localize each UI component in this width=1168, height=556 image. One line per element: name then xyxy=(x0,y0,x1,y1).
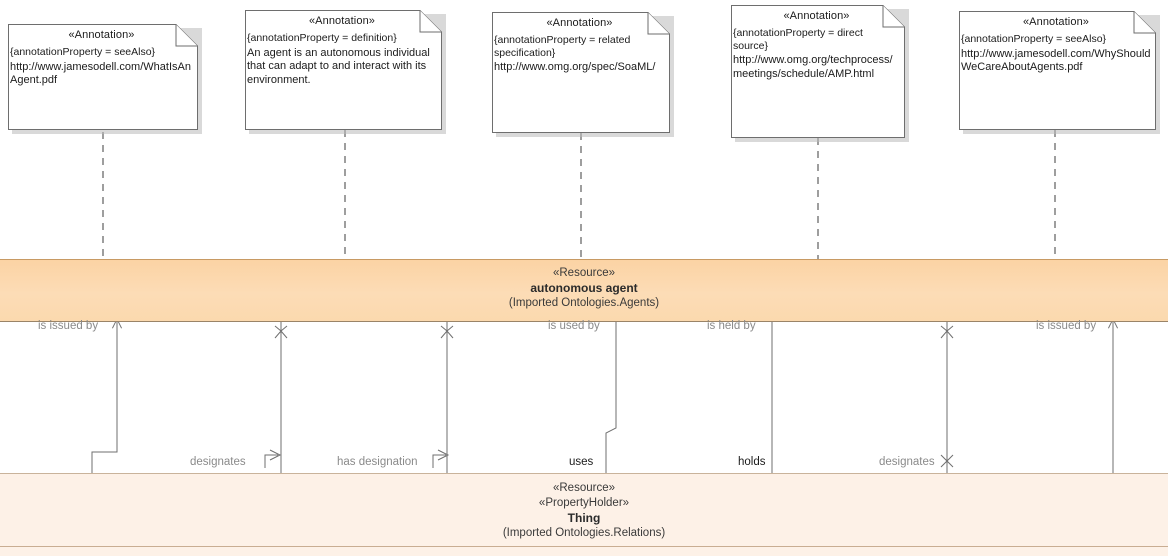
assoc-has-designation-jog xyxy=(432,449,450,468)
note-outline-icon xyxy=(731,5,905,138)
note-value: http://www.omg.org/spec/SoaML/ xyxy=(494,61,656,74)
resource-autonomous-agent[interactable]: «Resource» autonomous agent (Imported On… xyxy=(0,259,1168,322)
assoc-has-designation xyxy=(440,322,454,473)
note-outline-icon xyxy=(245,10,442,130)
assoc-label-designates-a: designates xyxy=(190,456,246,468)
annotation-note[interactable]: «Annotation» {annotationProperty = seeAl… xyxy=(959,11,1160,134)
thing-stereotype-resource: «Resource» xyxy=(552,482,615,494)
note-outline-icon xyxy=(959,11,1156,130)
assoc-label-is-issued-by-right: is issued by xyxy=(1036,320,1097,332)
resource-name: autonomous agent xyxy=(530,281,638,295)
annotation-note[interactable]: «Annotation» {annotationProperty = seeAl… xyxy=(8,24,202,134)
note-property: {annotationProperty = seeAlso} xyxy=(961,33,1107,46)
assoc-label-is-used-by: is used by xyxy=(548,320,600,332)
assoc-label-has-designation: has designation xyxy=(337,456,418,468)
thing-baseline-divider xyxy=(0,546,1168,547)
note-stereotype: «Annotation» xyxy=(546,17,613,29)
note-anchor-lines xyxy=(102,130,1056,259)
thing-stereotype-propertyholder: «PropertyHolder» xyxy=(538,497,630,509)
note-value: An agent is an autonomous individual tha… xyxy=(247,46,430,86)
assoc-designates-a xyxy=(274,322,288,473)
annotation-note[interactable]: «Annotation» {annotationProperty = defin… xyxy=(245,10,446,134)
note-stereotype: «Annotation» xyxy=(1022,16,1090,28)
note-outline-icon xyxy=(492,12,670,133)
assoc-used-by-uses xyxy=(605,322,617,473)
assoc-label-holds: holds xyxy=(738,456,766,468)
note-property: {annotationProperty = related specificat… xyxy=(494,34,631,59)
note-stereotype: «Annotation» xyxy=(783,10,850,22)
note-value: http://www.omg.org/techprocess/meetings/… xyxy=(733,54,893,80)
assoc-label-is-issued-by-left: is issued by xyxy=(38,320,99,332)
assoc-label-uses: uses xyxy=(569,456,594,468)
annotation-note[interactable]: «Annotation» {annotationProperty = direc… xyxy=(731,5,909,142)
note-property: {annotationProperty = seeAlso} xyxy=(10,46,156,59)
assoc-issued-by-designates-left xyxy=(91,320,117,473)
resource-thing[interactable]: «Resource» «PropertyHolder» Thing (Impor… xyxy=(0,473,1168,556)
thing-name: Thing xyxy=(567,511,601,525)
assoc-label-designates-b: designates xyxy=(879,456,935,468)
note-outline-icon xyxy=(8,24,198,130)
resource-stereotype: «Resource» xyxy=(552,267,615,279)
note-value: http://www.jamesodell.com/WhyShouldWeCar… xyxy=(961,47,1151,74)
assoc-label-is-held-by: is held by xyxy=(707,320,756,332)
note-stereotype: «Annotation» xyxy=(68,29,135,41)
resource-package: (Imported Ontologies.Agents) xyxy=(508,297,660,309)
assoc-designates-a-jog xyxy=(264,449,282,468)
assoc-designates-b xyxy=(940,322,954,473)
note-stereotype: «Annotation» xyxy=(308,15,376,27)
annotation-note[interactable]: «Annotation» {annotationProperty = relat… xyxy=(492,12,674,137)
note-value: http://www.jamesodell.com/WhatIsAnAgent.… xyxy=(10,60,191,87)
note-property: {annotationProperty = direct source} xyxy=(733,27,863,52)
note-property: {annotationProperty = definition} xyxy=(247,32,397,45)
thing-package: (Imported Ontologies.Relations) xyxy=(502,527,666,539)
